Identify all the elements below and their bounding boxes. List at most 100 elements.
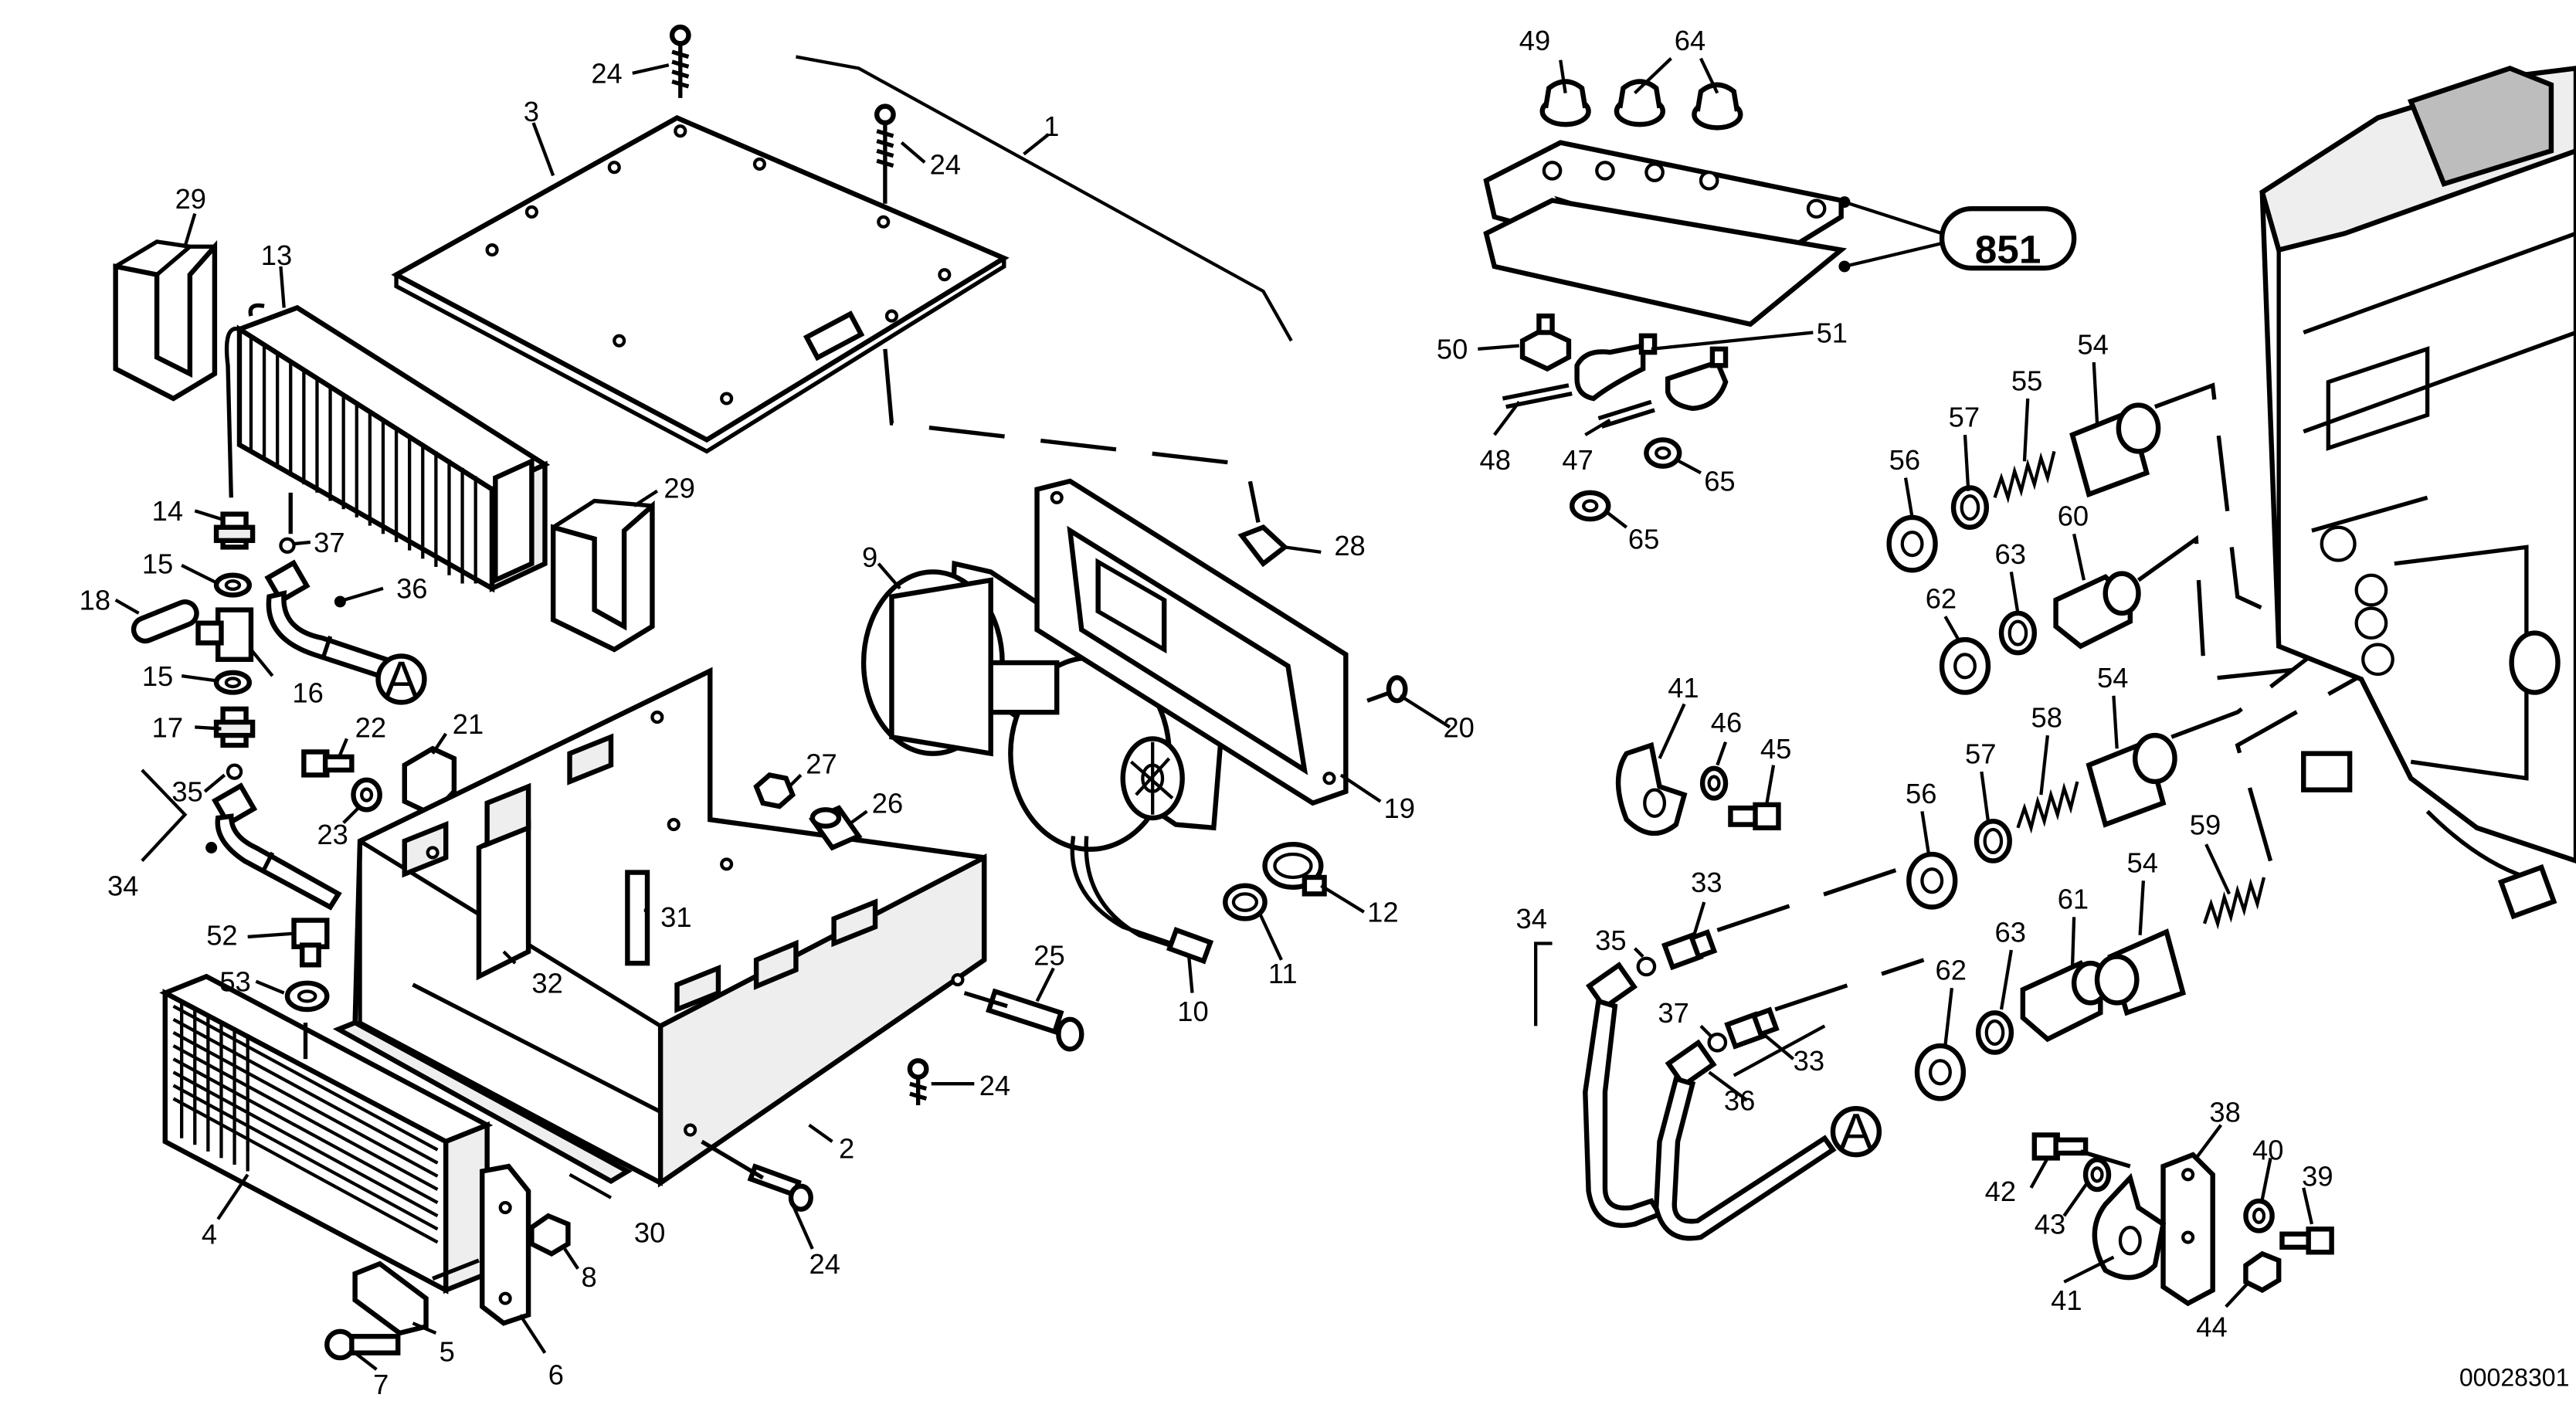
callout-44: 44 — [2196, 1311, 2227, 1342]
engine-block — [2259, 66, 2576, 920]
callout-56: 56 — [1889, 444, 1920, 476]
callout-41: 41 — [1668, 672, 1699, 704]
part-24-screw-top-a — [669, 24, 691, 98]
callout-19: 19 — [1383, 792, 1414, 824]
callout-10: 10 — [1177, 996, 1208, 1027]
leader-dashed-fitting-33b — [1774, 958, 1925, 1012]
part-15-washer-upper — [213, 572, 253, 598]
callout-62: 62 — [1926, 583, 1957, 615]
leader-dashed-screw24 — [701, 1139, 765, 1180]
callout-37: 37 — [1658, 997, 1688, 1029]
part-54-sleeve-mid — [2086, 732, 2177, 828]
part-38-bracket — [2160, 1152, 2215, 1307]
callout-14: 14 — [152, 495, 183, 527]
callout-24: 24 — [979, 1070, 1010, 1101]
part-26-spacer — [808, 805, 863, 851]
part-61-fitting — [2020, 960, 2110, 1043]
part-64-knob-b — [1692, 82, 1743, 131]
callout-65: 65 — [1704, 466, 1735, 497]
part-21-clip-bracket — [402, 745, 457, 818]
callout-41: 41 — [2051, 1284, 2082, 1316]
leader-dashed-valve-60 — [2136, 534, 2362, 682]
part-3-cover-plate — [391, 115, 1010, 454]
part-57-oring-upper — [1950, 485, 1990, 530]
document-number: 00028301 — [2459, 1363, 2570, 1391]
callout-34: 34 — [1516, 903, 1547, 935]
callout-16: 16 — [292, 677, 323, 708]
control-panel-plate — [1483, 140, 1848, 327]
leader-dashed-valve-lower — [2235, 669, 2371, 862]
part-45-bolt — [1728, 802, 1781, 831]
connector-marker-a-left: A — [375, 651, 427, 707]
part-17-fitting — [213, 706, 256, 748]
callout-64: 64 — [1675, 25, 1705, 56]
callout-labels: 1 2 3 4 5 6 7 8 9 10 11 12 13 14 15 15 1… — [80, 25, 2570, 1400]
part-48-cable — [1502, 383, 1573, 409]
callout-29: 29 — [664, 472, 694, 504]
callout-35: 35 — [1595, 925, 1626, 956]
part-42-bolt — [2031, 1132, 2089, 1161]
callout-42: 42 — [1985, 1176, 2016, 1207]
callout-32: 32 — [531, 968, 562, 999]
part-9-blower-motor — [860, 560, 1225, 954]
part-18-plate — [131, 599, 199, 644]
part-34-hose-right — [1583, 962, 1664, 1228]
part-41-clamp-upper — [1615, 741, 1688, 836]
part-57-oring-mid — [1974, 819, 2012, 863]
part-24-screw-top-b — [874, 103, 896, 204]
part-49-knob — [1539, 79, 1591, 127]
part-35-oring-right — [1636, 956, 1657, 977]
callout-58: 58 — [2031, 701, 2062, 733]
callout-46: 46 — [1711, 707, 1742, 738]
connector-marker-a-right: A — [1830, 1104, 1882, 1159]
callout-5: 5 — [440, 1335, 455, 1367]
callout-3: 3 — [524, 96, 539, 127]
part-39-bolt — [2279, 1226, 2334, 1255]
callout-54: 54 — [2127, 847, 2158, 879]
svg-text:851: 851 — [1975, 228, 2041, 272]
callout-23: 23 — [317, 819, 348, 850]
part-6-bracket — [480, 1163, 531, 1326]
leader-1-group-line — [796, 55, 1293, 342]
callout-8: 8 — [582, 1261, 597, 1293]
callout-29: 29 — [175, 183, 206, 215]
svg-text:A: A — [1840, 1104, 1873, 1159]
callout-2: 2 — [839, 1132, 854, 1164]
callout-60: 60 — [2058, 500, 2089, 532]
part-36-hose-right — [1654, 1039, 1837, 1241]
part-20-pin — [1366, 675, 1408, 704]
part-63-washer-lower — [1975, 1010, 2014, 1055]
part-23-washer — [351, 777, 382, 813]
leader-dashed-cover-frame — [883, 348, 1261, 523]
part-51-lever-b — [1665, 346, 1729, 412]
callout-51: 51 — [1817, 317, 1848, 348]
callout-21: 21 — [453, 708, 484, 740]
callout-57: 57 — [1949, 401, 1980, 433]
part-43-washer — [2082, 1157, 2112, 1193]
part-13-heat-exchanger — [224, 303, 551, 593]
callout-31: 31 — [660, 901, 691, 933]
part-41-clamp-lower — [2092, 1172, 2167, 1281]
callout-55: 55 — [2011, 365, 2042, 396]
callout-12: 12 — [1367, 897, 1398, 928]
callout-54: 54 — [2097, 662, 2128, 694]
callout-39: 39 — [2302, 1161, 2333, 1193]
part-62-plug-upper — [1939, 636, 1991, 695]
part-56-plug-upper — [1886, 514, 1938, 573]
part-54-sleeve-upper — [2069, 402, 2161, 498]
callout-11: 11 — [1268, 958, 1298, 989]
part-63-washer-upper — [1998, 610, 2038, 656]
callout-49: 49 — [1519, 25, 1550, 56]
part-28-clip — [1237, 524, 1289, 568]
svg-text:A: A — [385, 651, 418, 707]
part-37-oring-left — [279, 537, 296, 554]
part-65-nut-a — [1644, 437, 1682, 469]
part-4-filter-grille — [159, 973, 494, 1294]
leader-dashed-valve-upper — [2153, 382, 2346, 649]
part-14-fitting — [213, 511, 256, 550]
part-51-lever-a — [1574, 333, 1658, 402]
part-29-u-bracket-right — [550, 498, 655, 653]
callout-34: 34 — [107, 870, 138, 901]
part-33-fitting-upper — [1661, 928, 1718, 971]
